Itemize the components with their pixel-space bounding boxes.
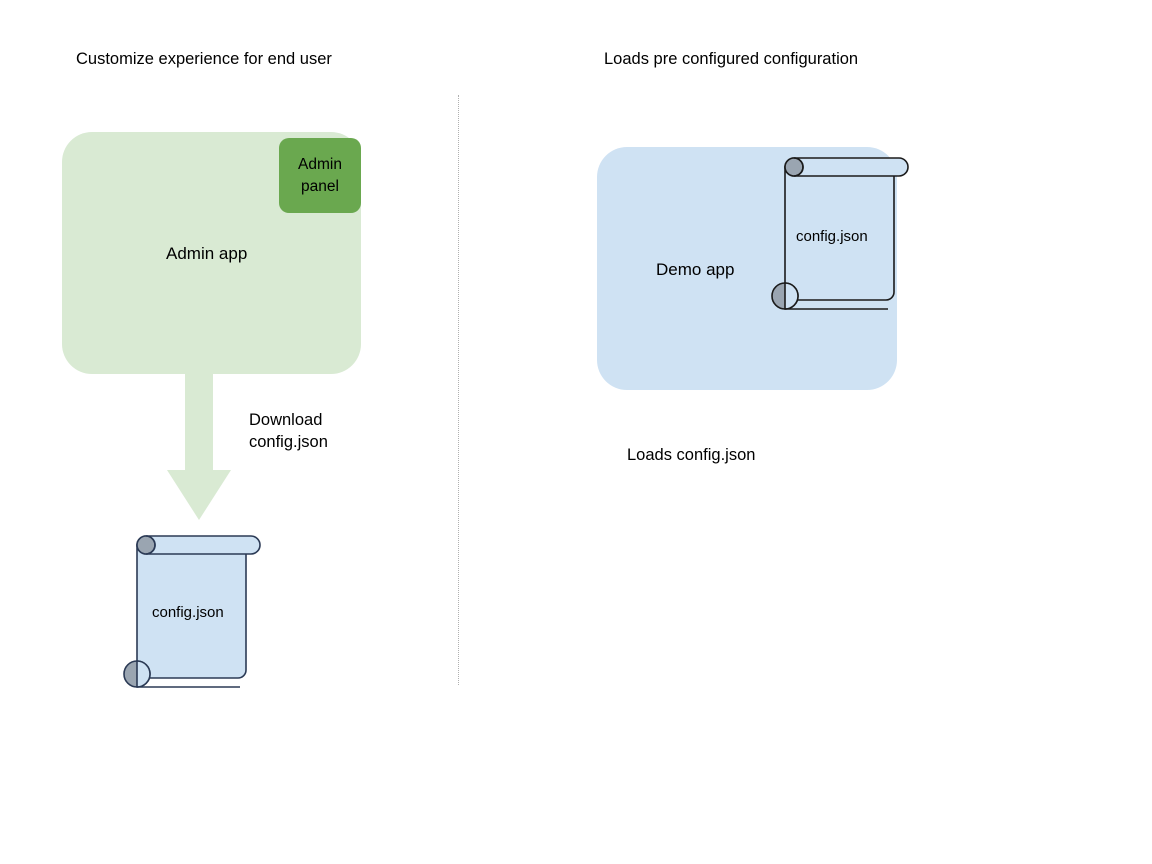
admin-panel-line1: Admin xyxy=(298,155,342,173)
admin-app-label: Admin app xyxy=(166,244,248,263)
download-arrow-caption: Download config.json xyxy=(249,409,328,453)
admin-panel-line2: panel xyxy=(301,177,339,195)
config-json-label-right: config.json xyxy=(796,228,868,245)
admin-panel-chip[interactable]: Admin panel xyxy=(279,138,361,213)
config-json-document-right xyxy=(771,157,909,310)
admin-panel-text: Admin panel xyxy=(298,154,342,198)
config-json-label-left: config.json xyxy=(152,604,224,621)
download-arrow-icon xyxy=(167,372,231,520)
loads-config-caption: Loads config.json xyxy=(627,446,756,464)
left-column-title: Customize experience for end user xyxy=(76,50,332,68)
download-caption-line1: Download xyxy=(249,411,323,429)
download-caption-line2: config.json xyxy=(249,433,328,451)
right-column-title: Loads pre configured configuration xyxy=(604,50,859,68)
demo-app-label: Demo app xyxy=(656,260,735,279)
config-json-document-left xyxy=(123,535,261,688)
column-divider xyxy=(458,95,460,685)
